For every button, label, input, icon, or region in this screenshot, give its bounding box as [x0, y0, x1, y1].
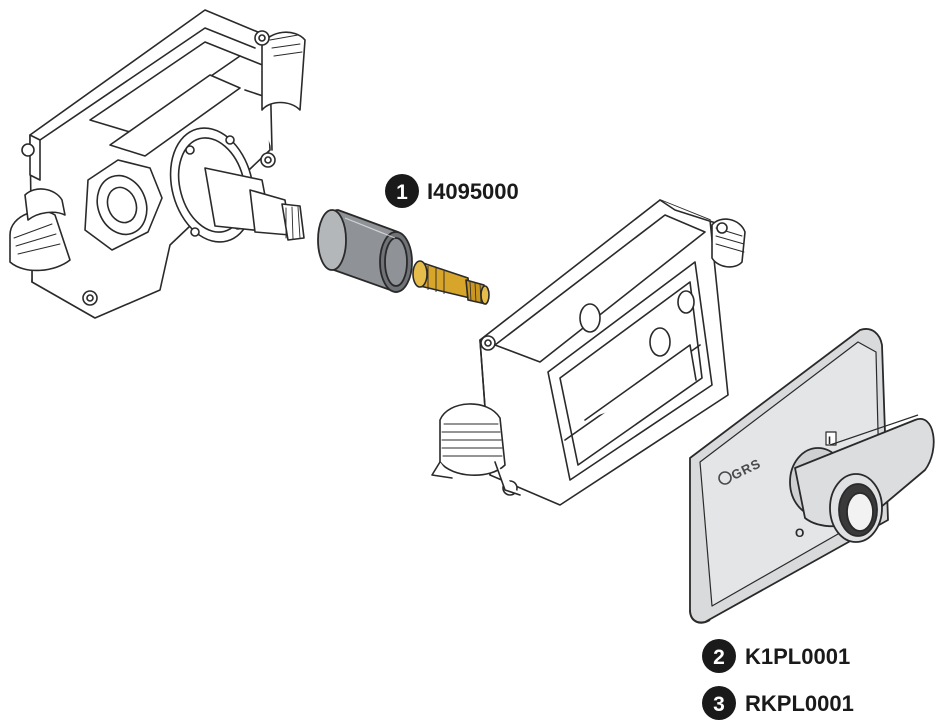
callout-1-code: I4095000: [427, 179, 519, 204]
plate-mark-bottom: O: [795, 526, 804, 540]
valve-housing: [9, 9, 306, 319]
callout-1-badge: [385, 174, 419, 208]
callout-2-code: K1PL0001: [745, 644, 850, 669]
face-plate: GRS I O: [689, 328, 935, 624]
callout-1-number: 1: [396, 181, 408, 204]
callout-3-badge: [702, 686, 736, 720]
callout-1: 1 I4095000: [385, 174, 519, 208]
callout-2: 2 K1PL0001: [702, 639, 850, 673]
grey-cap-part: [317, 209, 413, 293]
callout-2-number: 2: [713, 646, 725, 669]
callout-2-badge: [702, 639, 736, 673]
callout-3-code: RKPL0001: [745, 691, 854, 716]
plate-mark-top: I: [828, 435, 831, 447]
mounting-frame: [431, 199, 746, 506]
brass-cartridge-part: [412, 260, 490, 305]
callout-3-number: 3: [713, 693, 725, 716]
callout-3: 3 RKPL0001: [702, 686, 854, 720]
